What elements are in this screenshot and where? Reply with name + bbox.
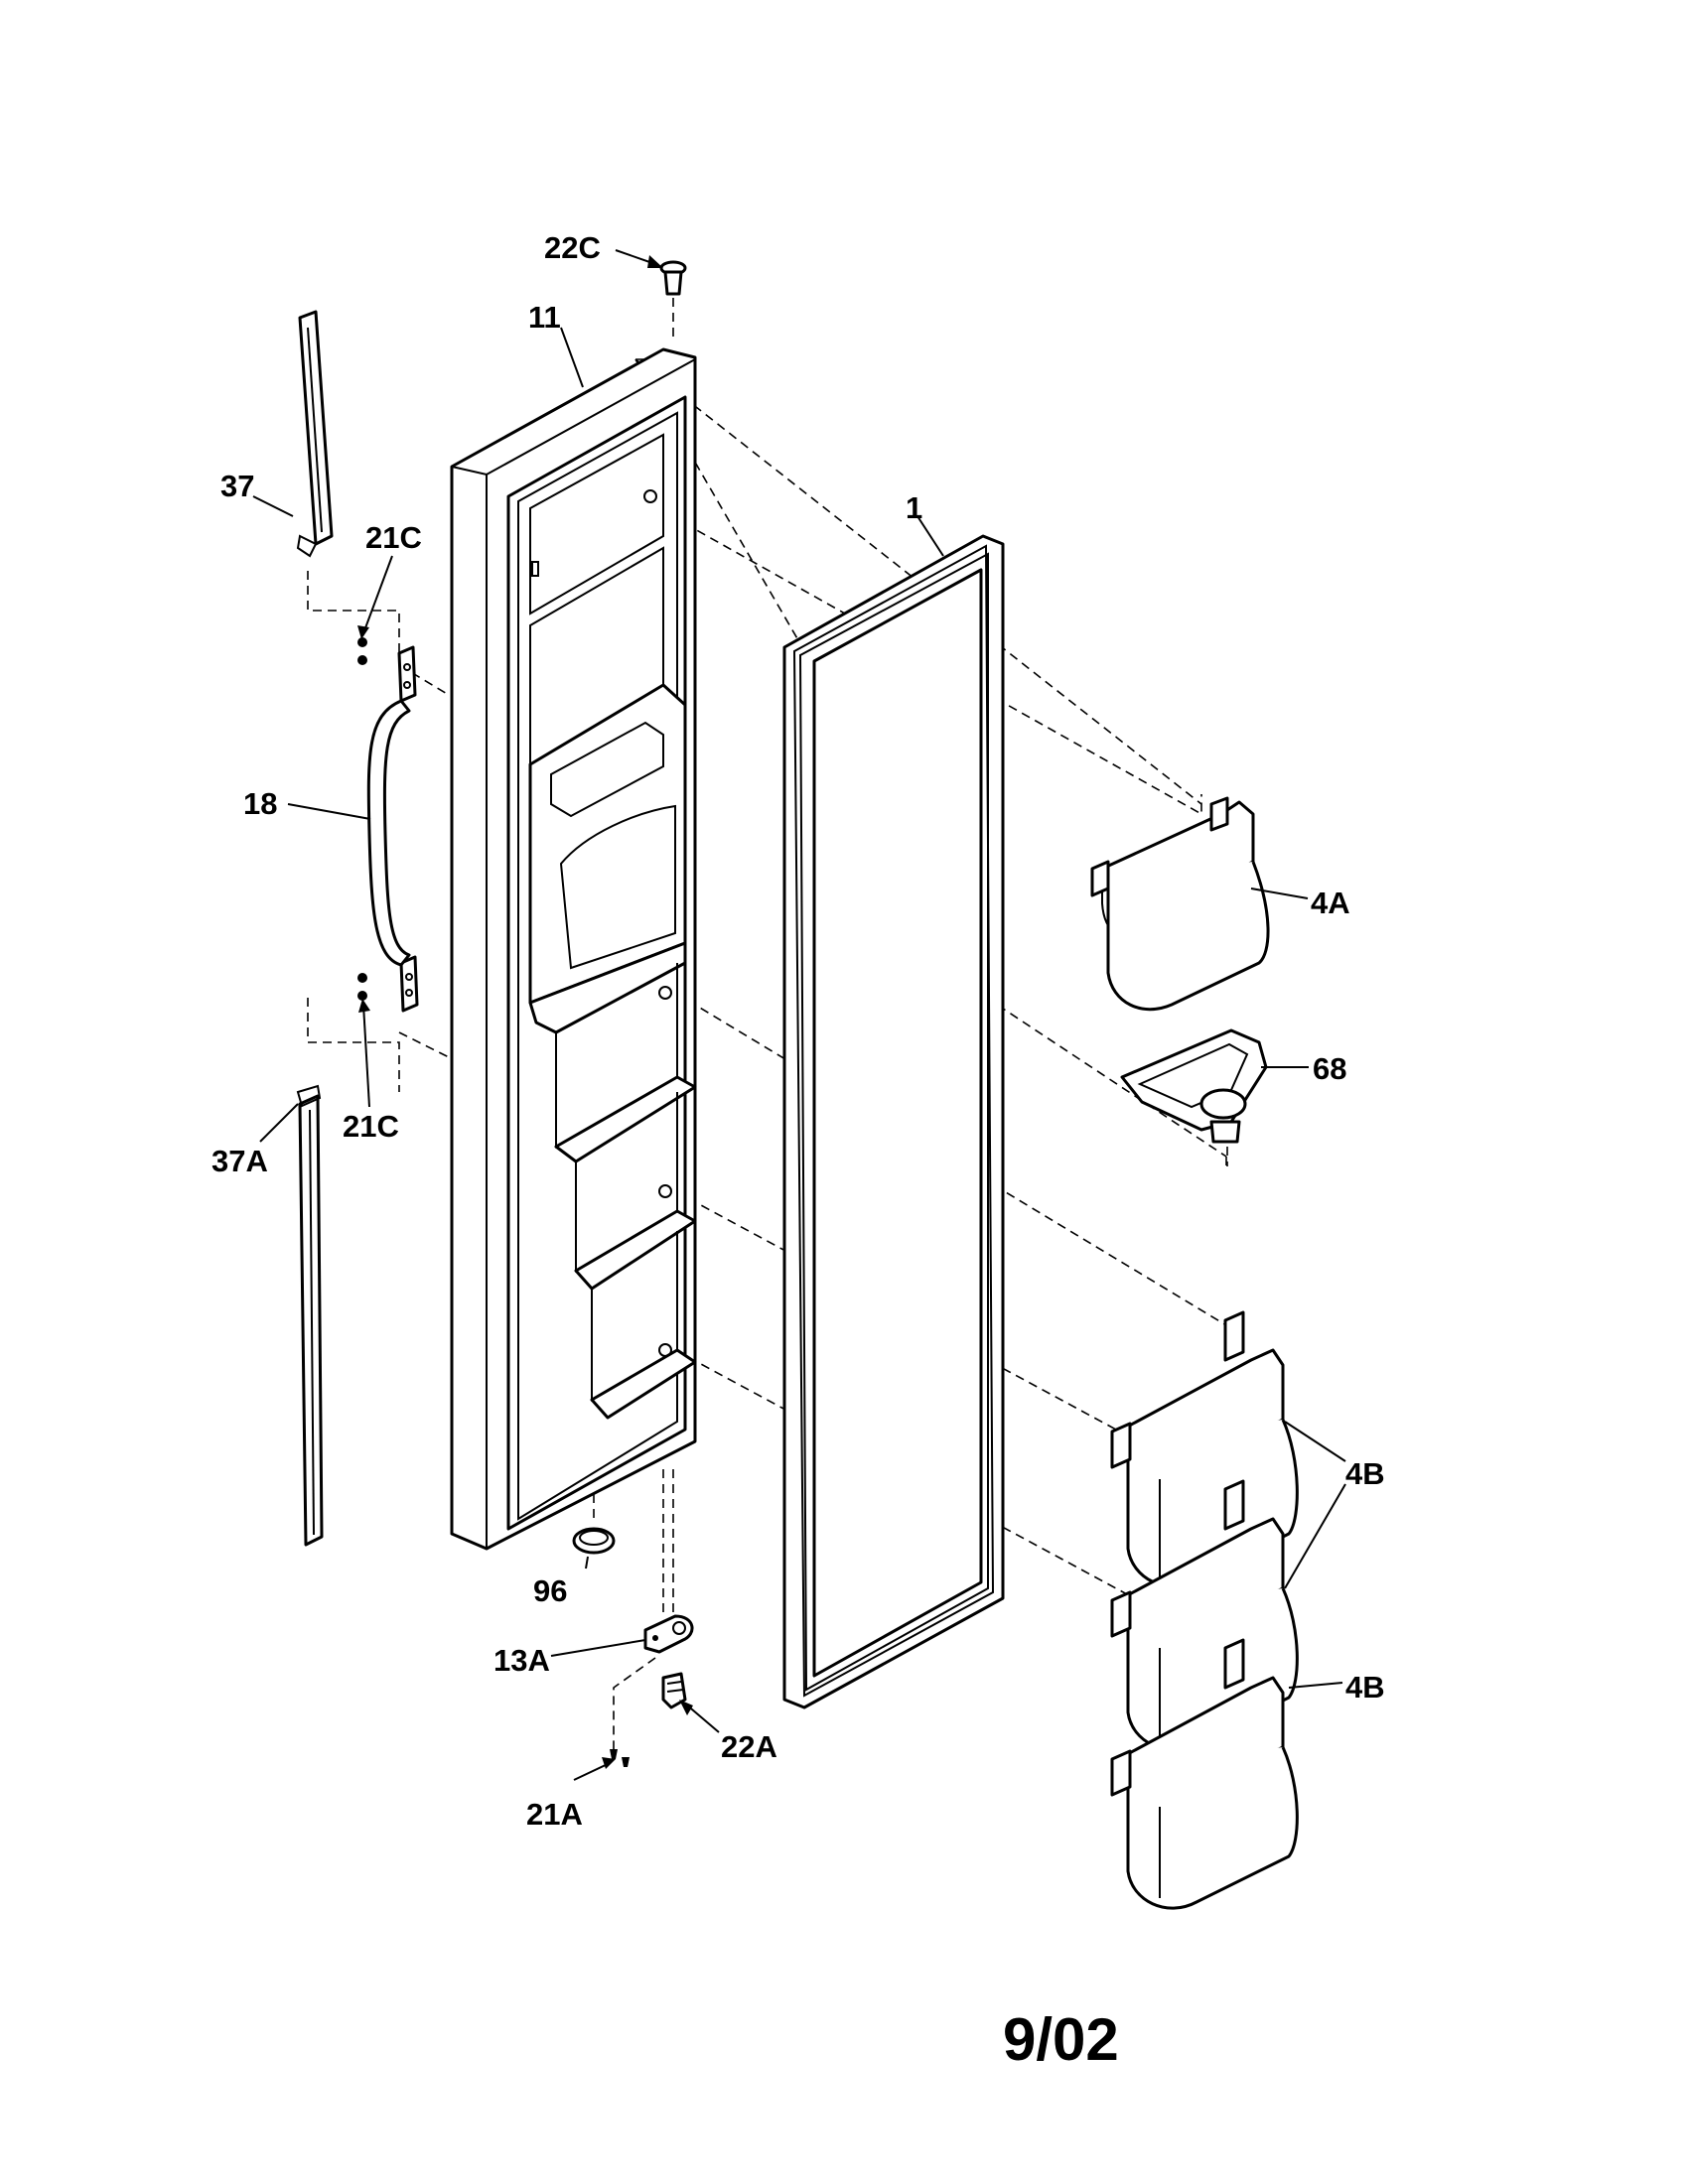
callout-21c-bottom: 21C	[343, 1109, 399, 1144]
callout-4a: 4A	[1311, 886, 1350, 920]
hinge-bracket-bottom	[643, 1614, 694, 1654]
door-assembly	[450, 347, 697, 1551]
trim-strip-long	[296, 1084, 324, 1547]
callout-labels: 22C 11 37 21C 1 18 4A 68 21C 37A 4B 96 1…	[211, 230, 1385, 1832]
callout-22c: 22C	[544, 230, 601, 265]
callout-37: 37	[220, 469, 254, 503]
callout-4b-single: 4B	[1345, 1670, 1385, 1705]
plug-96	[572, 1527, 616, 1555]
callout-21a: 21A	[526, 1797, 583, 1832]
callout-11: 11	[528, 300, 561, 335]
door-handle	[366, 645, 419, 1013]
door-bin-4a	[1090, 796, 1270, 1012]
trim-strip-top	[296, 310, 334, 558]
hinge-pin-bottom	[661, 1672, 687, 1709]
callout-21c-top: 21C	[365, 520, 422, 555]
callout-68: 68	[1313, 1051, 1346, 1086]
callout-22a: 22A	[721, 1729, 777, 1764]
callout-37a: 37A	[211, 1144, 268, 1178]
leader-lines	[252, 249, 1346, 1781]
callout-18: 18	[243, 786, 277, 821]
callout-96: 96	[533, 1573, 567, 1608]
screws-21a	[610, 1749, 630, 1767]
door-bin-4b-lower	[1110, 1638, 1299, 1910]
hinge-bushing-top	[659, 260, 687, 342]
callout-4b-pair: 4B	[1345, 1456, 1385, 1491]
date-code: 9/02	[1003, 2006, 1119, 2073]
callout-13a: 13A	[493, 1643, 550, 1678]
door-gasket	[782, 534, 1005, 1709]
dispenser-funnel	[1120, 1028, 1268, 1166]
screws-21c	[357, 637, 367, 1001]
assembly-lines	[307, 358, 1227, 1752]
callout-1: 1	[906, 490, 922, 525]
